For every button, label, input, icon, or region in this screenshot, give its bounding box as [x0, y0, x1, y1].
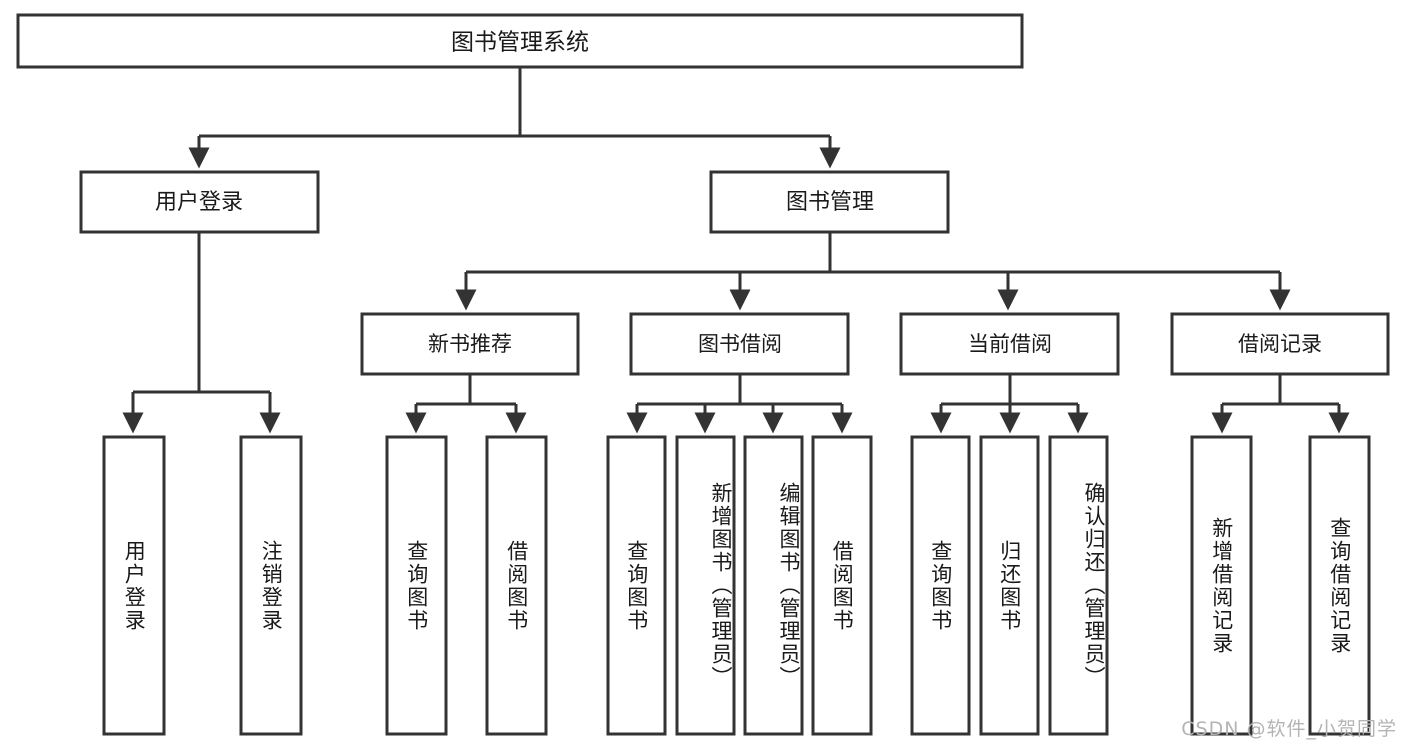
node-new-book-recommend[interactable]: 新书推荐: [360, 312, 580, 376]
node-root[interactable]: 图书管理系统: [16, 13, 1024, 69]
node-book-manage-label: 图书管理: [786, 190, 874, 215]
leaf-box-nb-borrow[interactable]: [485, 435, 548, 736]
node-user-login-label: 用户登录: [155, 190, 243, 215]
leaf-box-cb-query[interactable]: [910, 435, 971, 736]
node-current-borrow-label: 当前借阅: [968, 332, 1052, 356]
leaf-box-user-login[interactable]: [102, 435, 166, 736]
leaf-box-bb-add[interactable]: [675, 435, 736, 736]
leaf-box-cb-return[interactable]: [979, 435, 1040, 736]
leaf-box-bb-query[interactable]: [606, 435, 667, 736]
node-borrow-record-label: 借阅记录: [1238, 332, 1322, 356]
node-user-login[interactable]: 用户登录: [79, 170, 320, 234]
node-new-book-recommend-label: 新书推荐: [428, 332, 512, 356]
leaf-box-cb-confirm[interactable]: [1048, 435, 1109, 736]
leaf-box-br-query[interactable]: [1308, 435, 1371, 736]
leaf-box-bb-borrow[interactable]: [811, 435, 873, 736]
leaf-box-nb-query[interactable]: [385, 435, 448, 736]
node-book-borrow[interactable]: 图书借阅: [629, 312, 850, 376]
node-current-borrow[interactable]: 当前借阅: [899, 312, 1120, 376]
leaf-box-br-add[interactable]: [1190, 435, 1253, 736]
leaf-box-bb-edit[interactable]: [743, 435, 804, 736]
node-book-manage[interactable]: 图书管理: [709, 170, 950, 234]
node-root-label: 图书管理系统: [451, 30, 589, 56]
watermark-text: CSDN @软件_小贺同学: [1181, 718, 1397, 740]
node-borrow-record[interactable]: 借阅记录: [1170, 312, 1390, 376]
node-book-borrow-label: 图书借阅: [698, 332, 782, 356]
leaf-box-logout[interactable]: [239, 435, 303, 736]
